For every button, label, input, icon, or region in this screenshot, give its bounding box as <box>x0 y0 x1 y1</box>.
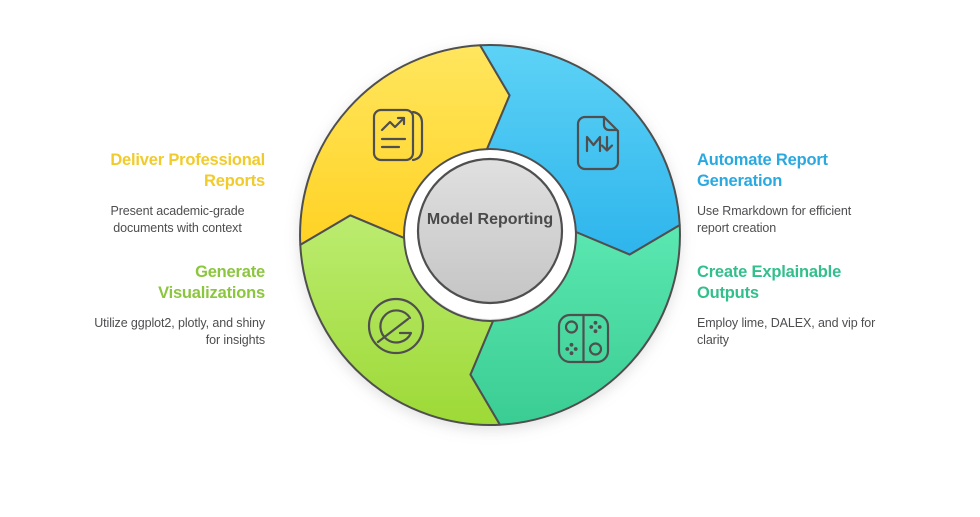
description-line: for insights <box>205 333 265 347</box>
trend-report-icon <box>372 108 424 162</box>
label-create-explainable-outputs: Create Explainable Outputs Employ lime, … <box>697 262 907 349</box>
switch-controller-icon <box>557 313 610 364</box>
description-line: documents with context <box>113 221 242 235</box>
segment-description: Present academic-grade documents with co… <box>90 203 265 237</box>
title-line: Outputs <box>697 284 759 302</box>
description-line: Present academic-grade <box>110 204 245 218</box>
segment-title: Generate Visualizations <box>50 262 265 304</box>
label-automate-report-generation: Automate Report Generation Use Rmarkdown… <box>697 150 907 237</box>
title-line: Automate Report <box>697 151 828 169</box>
segment-description: Use Rmarkdown for efficient report creat… <box>697 203 907 237</box>
description-line: Utilize ggplot2, plotly, and shiny <box>94 316 265 330</box>
segment-description: Employ lime, DALEX, and vip for clarity <box>697 315 907 349</box>
title-line: Visualizations <box>158 284 265 302</box>
label-deliver-professional-reports: Deliver Professional Reports Present aca… <box>50 150 265 237</box>
segment-title: Deliver Professional Reports <box>50 150 265 192</box>
dot-cluster <box>565 320 602 356</box>
description-line: Use Rmarkdown for efficient <box>697 204 852 218</box>
title-line: Generation <box>697 172 783 190</box>
segment-create-explainable-outputs <box>469 224 681 426</box>
segment-description: Utilize ggplot2, plotly, and shiny for i… <box>50 315 265 349</box>
label-generate-visualizations: Generate Visualizations Utilize ggplot2,… <box>50 262 265 349</box>
description-line: clarity <box>697 333 729 347</box>
description-line: Employ lime, DALEX, and vip for <box>697 316 876 330</box>
center-circle <box>416 157 564 305</box>
segment-title: Automate Report Generation <box>697 150 907 192</box>
title-line: Reports <box>204 172 265 190</box>
title-line: Deliver Professional <box>110 151 265 169</box>
markdown-file-icon <box>576 115 620 171</box>
center-title: Model Reporting <box>426 211 554 228</box>
segment-deliver-professional-reports <box>299 44 511 246</box>
title-line: Generate <box>195 263 265 281</box>
segment-automate-report-generation <box>479 44 681 256</box>
gatsby-g-icon <box>367 297 425 355</box>
description-line: report creation <box>697 221 777 235</box>
segment-generate-visualizations <box>299 214 501 426</box>
title-line: Create Explainable <box>697 263 842 281</box>
segment-title: Create Explainable Outputs <box>697 262 907 304</box>
